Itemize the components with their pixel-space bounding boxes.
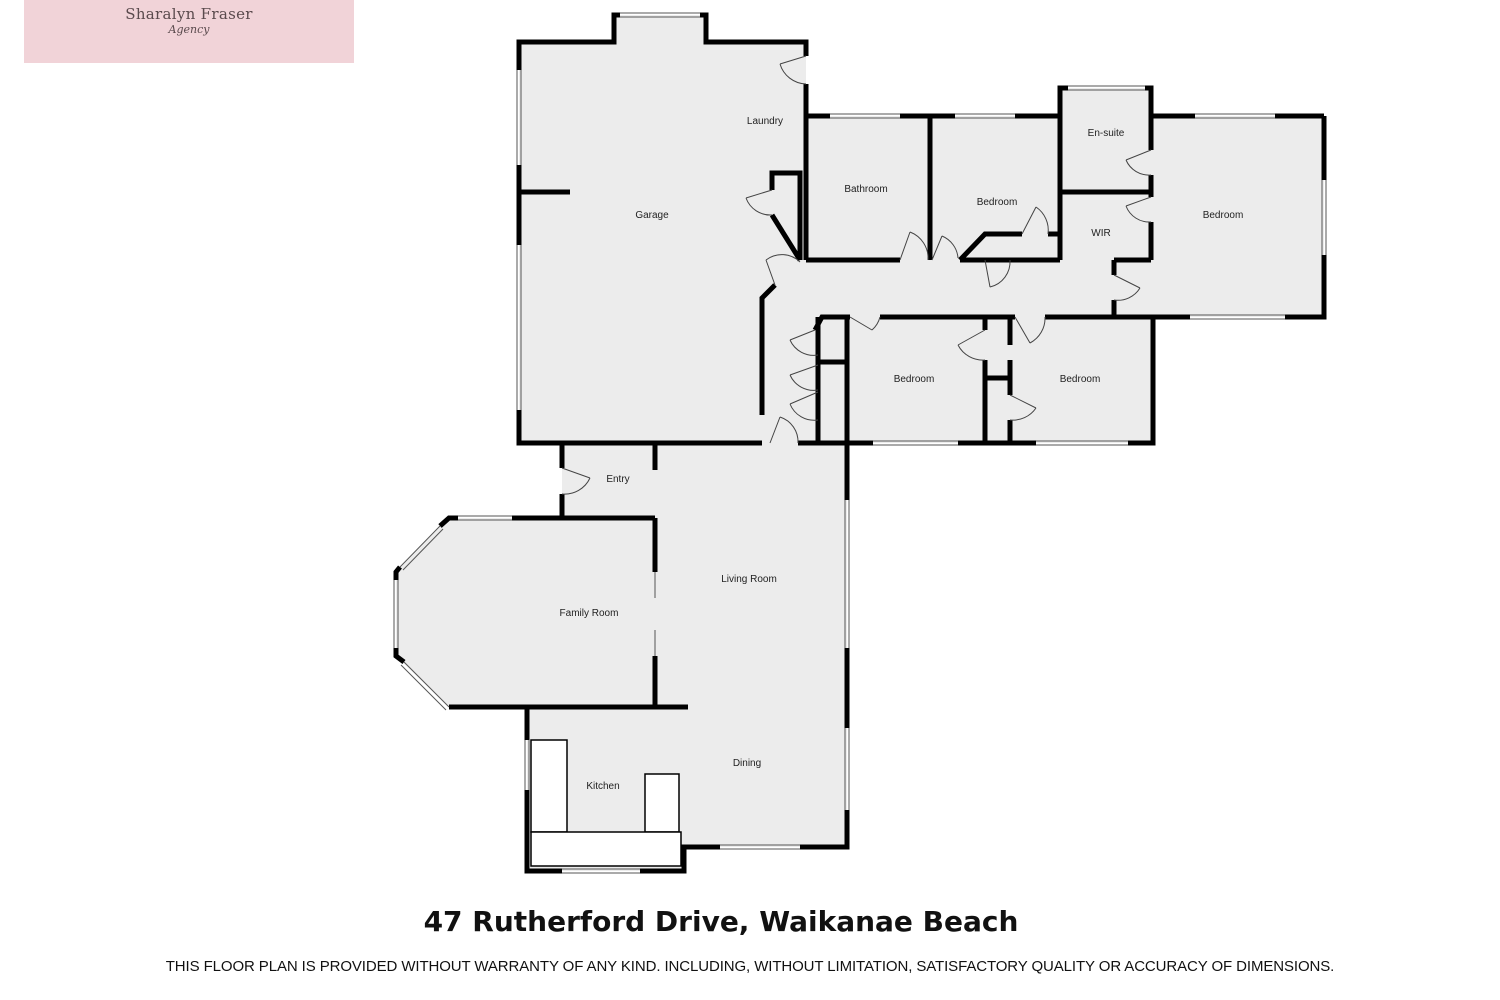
bedroom-3-robe-door <box>957 329 986 361</box>
kitchen-bench-bottom <box>530 831 682 867</box>
windows <box>393 12 1327 874</box>
room-label-bedroom-2: Bedroom <box>977 197 1018 208</box>
room-label-kitchen: Kitchen <box>586 781 619 792</box>
room-label-bedroom-3: Bedroom <box>894 374 935 385</box>
bedroom-4-robe-door <box>1009 394 1037 421</box>
master-door <box>1113 274 1141 301</box>
bedroom-3-floor <box>847 317 985 443</box>
kitchen-bench-left <box>530 739 568 833</box>
garage-hall-door <box>765 254 801 286</box>
floor-plan: Garage Laundry Bathroom Bedroom En-suite… <box>393 12 1327 874</box>
room-label-family: Family Room <box>560 608 619 619</box>
room-label-ensuite: En-suite <box>1088 128 1125 139</box>
linen-door-a <box>789 329 819 356</box>
bathroom-floor <box>806 116 930 260</box>
room-label-laundry: Laundry <box>747 116 783 127</box>
bedroom-2-door <box>931 235 959 261</box>
doors <box>561 55 1152 495</box>
garage-inner-door <box>745 189 773 216</box>
ensuite-floor <box>1060 88 1151 260</box>
room-labels: Garage Laundry Bathroom Bedroom En-suite… <box>560 116 1244 792</box>
laundry-door <box>779 55 807 85</box>
room-label-living: Living Room <box>721 574 777 585</box>
master-bedroom-floor <box>1114 116 1324 317</box>
bedroom-3-door <box>849 316 881 331</box>
property-address: 47 Rutherford Drive, Waikanae Beach <box>423 905 1019 938</box>
linen-door-c <box>789 391 819 421</box>
agency-logo: Sharalyn Fraser Agency <box>24 0 354 63</box>
robe-door-a <box>984 259 1011 288</box>
room-label-garage: Garage <box>635 210 669 221</box>
walls <box>393 12 1327 874</box>
family-floor <box>396 518 655 707</box>
room-label-dining: Dining <box>733 758 761 769</box>
linen-door-b <box>789 364 819 391</box>
hallway-floor <box>762 260 1114 443</box>
robe-door-b <box>1021 206 1049 235</box>
bathroom-door <box>899 231 929 261</box>
front-door <box>561 467 591 495</box>
ensuite-door <box>1125 149 1152 176</box>
kitchen-benches <box>530 739 682 867</box>
room-label-wir: WIR <box>1091 228 1110 239</box>
room-label-bathroom: Bathroom <box>844 184 887 195</box>
wir-door <box>1125 196 1152 223</box>
disclaimer-text: THIS FLOOR PLAN IS PROVIDED WITHOUT WARR… <box>165 958 1335 975</box>
room-label-bedroom-4: Bedroom <box>1060 374 1101 385</box>
garage-floor <box>519 15 806 443</box>
room-label-entry: Entry <box>606 474 629 485</box>
logo-agency-script: Agency <box>168 23 210 36</box>
floor-areas <box>396 15 1324 871</box>
bedroom-2-floor <box>930 116 1060 260</box>
living-floor <box>527 443 847 871</box>
logo-agent-name: Sharalyn Fraser <box>125 5 253 23</box>
room-label-master-bedroom: Bedroom <box>1203 210 1244 221</box>
bedroom-4-floor <box>985 317 1153 443</box>
bedroom-4-door <box>1014 316 1046 344</box>
hall-living-door <box>769 416 799 444</box>
kitchen-bench-island <box>644 773 680 833</box>
